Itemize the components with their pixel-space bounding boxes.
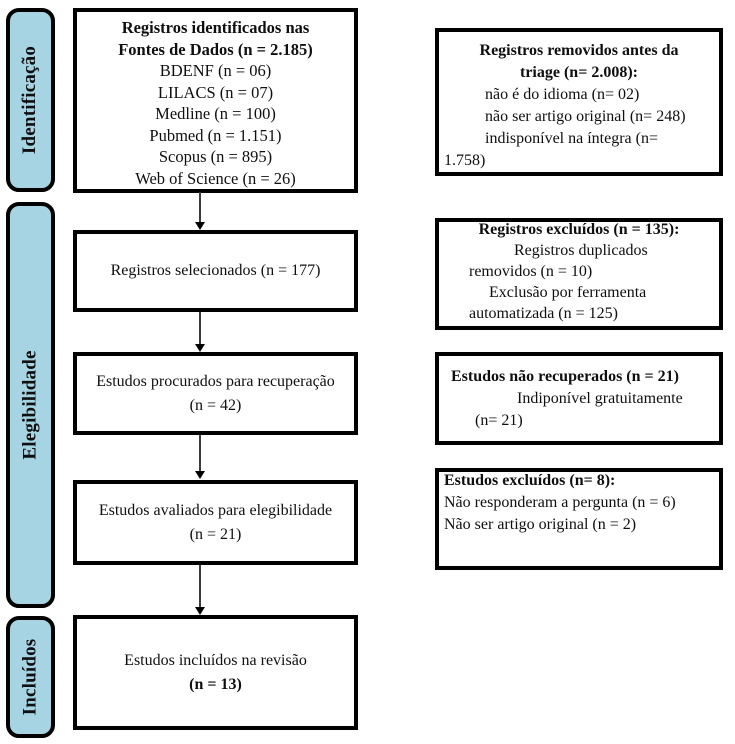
stage-label-incluidos: Incluídos: [19, 638, 41, 716]
stage-label-elegibilidade: Elegibilidade: [19, 350, 41, 460]
detail-line: Registros duplicados: [514, 242, 648, 259]
box-excluded-records: Registros excluídos (n = 135): Registros…: [435, 218, 723, 330]
stage-label-identificacao: Identificação: [19, 45, 41, 155]
title-line: triage (n= 2.008):: [520, 64, 638, 81]
box-not-retrieved-studies: Estudos não recuperados (n = 21) Indipon…: [435, 352, 723, 445]
detail-line: Exclusão por ferramenta: [489, 284, 647, 301]
arrow-selected-to-sought: [194, 312, 206, 352]
arrow-sought-to-assessed: [194, 435, 206, 479]
detail-line: não ser artigo original (n= 248): [485, 108, 686, 125]
detail-line: 1.758): [444, 152, 486, 169]
box-assessed-studies: Estudos avaliados para elegibilidade (n …: [73, 480, 358, 565]
detail-line: indisponível na íntegra (n=: [485, 130, 658, 147]
detail-line: Estudos avaliados para elegibilidade: [98, 501, 333, 519]
detail-line: Pubmed (n = 1.151): [149, 125, 282, 145]
box-identified-records: Registros identificados nas Fontes de Da…: [73, 8, 358, 193]
detail-line: BDENF (n = 06): [159, 61, 272, 80]
detail-line: removidos (n = 10): [469, 263, 593, 280]
detail-line: Medline (n = 100): [155, 104, 276, 123]
detail-line: Estudos procurados para recuperação: [96, 372, 335, 390]
arrow-identified-to-selected: [194, 192, 206, 230]
box-sought-studies: Estudos procurados para recuperação (n =…: [73, 352, 358, 435]
arrow-head-icon: [195, 222, 205, 230]
box-removed-before-screening: Registros removidos antes da triage (n= …: [435, 28, 723, 176]
detail-line: (n = 21): [189, 525, 242, 543]
box-excluded-studies: Estudos excluídos (n= 8): Não respondera…: [435, 468, 723, 570]
title-line: Fontes de Dados (n = 2.185): [118, 39, 313, 59]
detail-line: não é do idioma (n= 02): [485, 86, 640, 103]
title-line: Registros identificados nas: [121, 18, 310, 37]
arrow-head-icon: [195, 471, 205, 479]
detail-line: (n = 13): [189, 675, 242, 693]
sidebar-stage-identificacao: Identificação: [6, 8, 55, 192]
arrow-shaft: [199, 565, 201, 608]
detail-line: (n= 21): [475, 412, 523, 429]
arrow-shaft: [199, 435, 201, 472]
sidebar-stage-elegibilidade: Elegibilidade: [6, 202, 55, 608]
title-line: Estudos não recuperados (n = 21): [451, 368, 679, 385]
arrow-head-icon: [195, 344, 205, 352]
detail-line: (n = 42): [189, 396, 242, 414]
box-included-studies: Estudos incluídos na revisão (n = 13): [73, 615, 358, 730]
detail-line: Não responderam a pergunta (n = 6): [444, 494, 676, 511]
arrow-assessed-to-included: [194, 565, 206, 615]
sidebar-stage-incluidos: Incluídos: [6, 616, 55, 738]
arrow-shaft: [199, 192, 201, 223]
title-line: Registros removidos antes da: [479, 42, 679, 59]
detail-line: Indiponível gratuitamente: [517, 390, 683, 407]
title-line: Registros excluídos (n = 135):: [478, 221, 680, 238]
title-line: Estudos excluídos (n= 8):: [444, 472, 616, 489]
detail-line: Scopus (n = 895): [158, 147, 273, 166]
detail-line: LILACS (n = 07): [157, 82, 274, 102]
detail-line: Não ser artigo original (n = 2): [444, 516, 637, 533]
arrow-shaft: [199, 312, 201, 345]
detail-line: Web of Science (n = 26): [135, 168, 296, 188]
detail-line: Registros selecionados (n = 177): [110, 262, 321, 279]
detail-line: automatizada (n = 125): [469, 305, 618, 322]
detail-line: Estudos incluídos na revisão: [124, 651, 307, 669]
box-selected-records: Registros selecionados (n = 177): [73, 230, 358, 312]
arrow-head-icon: [195, 607, 205, 615]
